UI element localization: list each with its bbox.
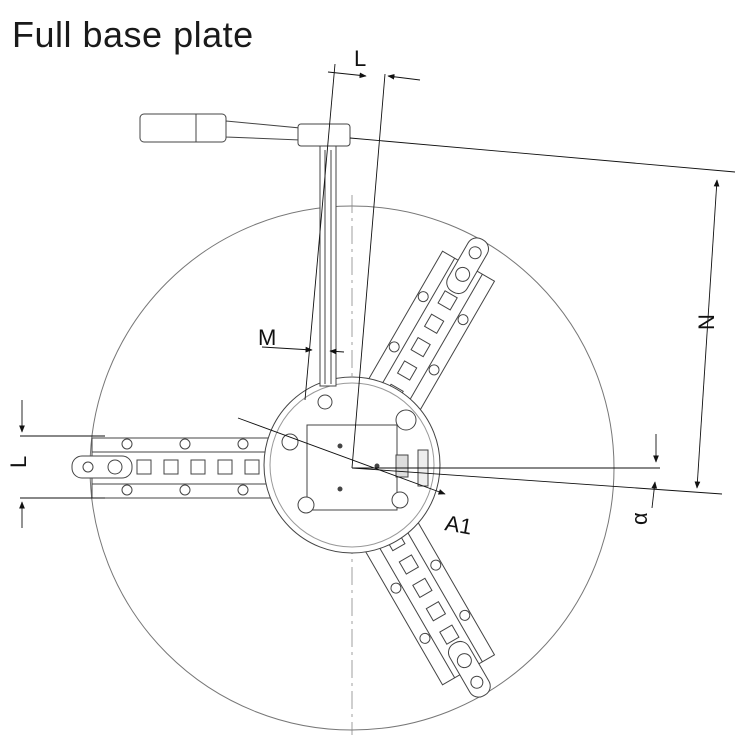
dimension-lines (19, 63, 736, 528)
dimension-label-N: N (694, 314, 719, 330)
dimension-label-left-L: L (6, 456, 31, 468)
dimension-label-top-L: L (354, 46, 366, 71)
dimension-label-A1: A1 (443, 510, 474, 539)
dimension-label-alpha: α (627, 512, 652, 525)
page-title: Full base plate (12, 14, 254, 55)
jaw-left (71, 437, 283, 499)
wrench (139, 113, 351, 410)
dimension-label-M: M (258, 325, 276, 350)
